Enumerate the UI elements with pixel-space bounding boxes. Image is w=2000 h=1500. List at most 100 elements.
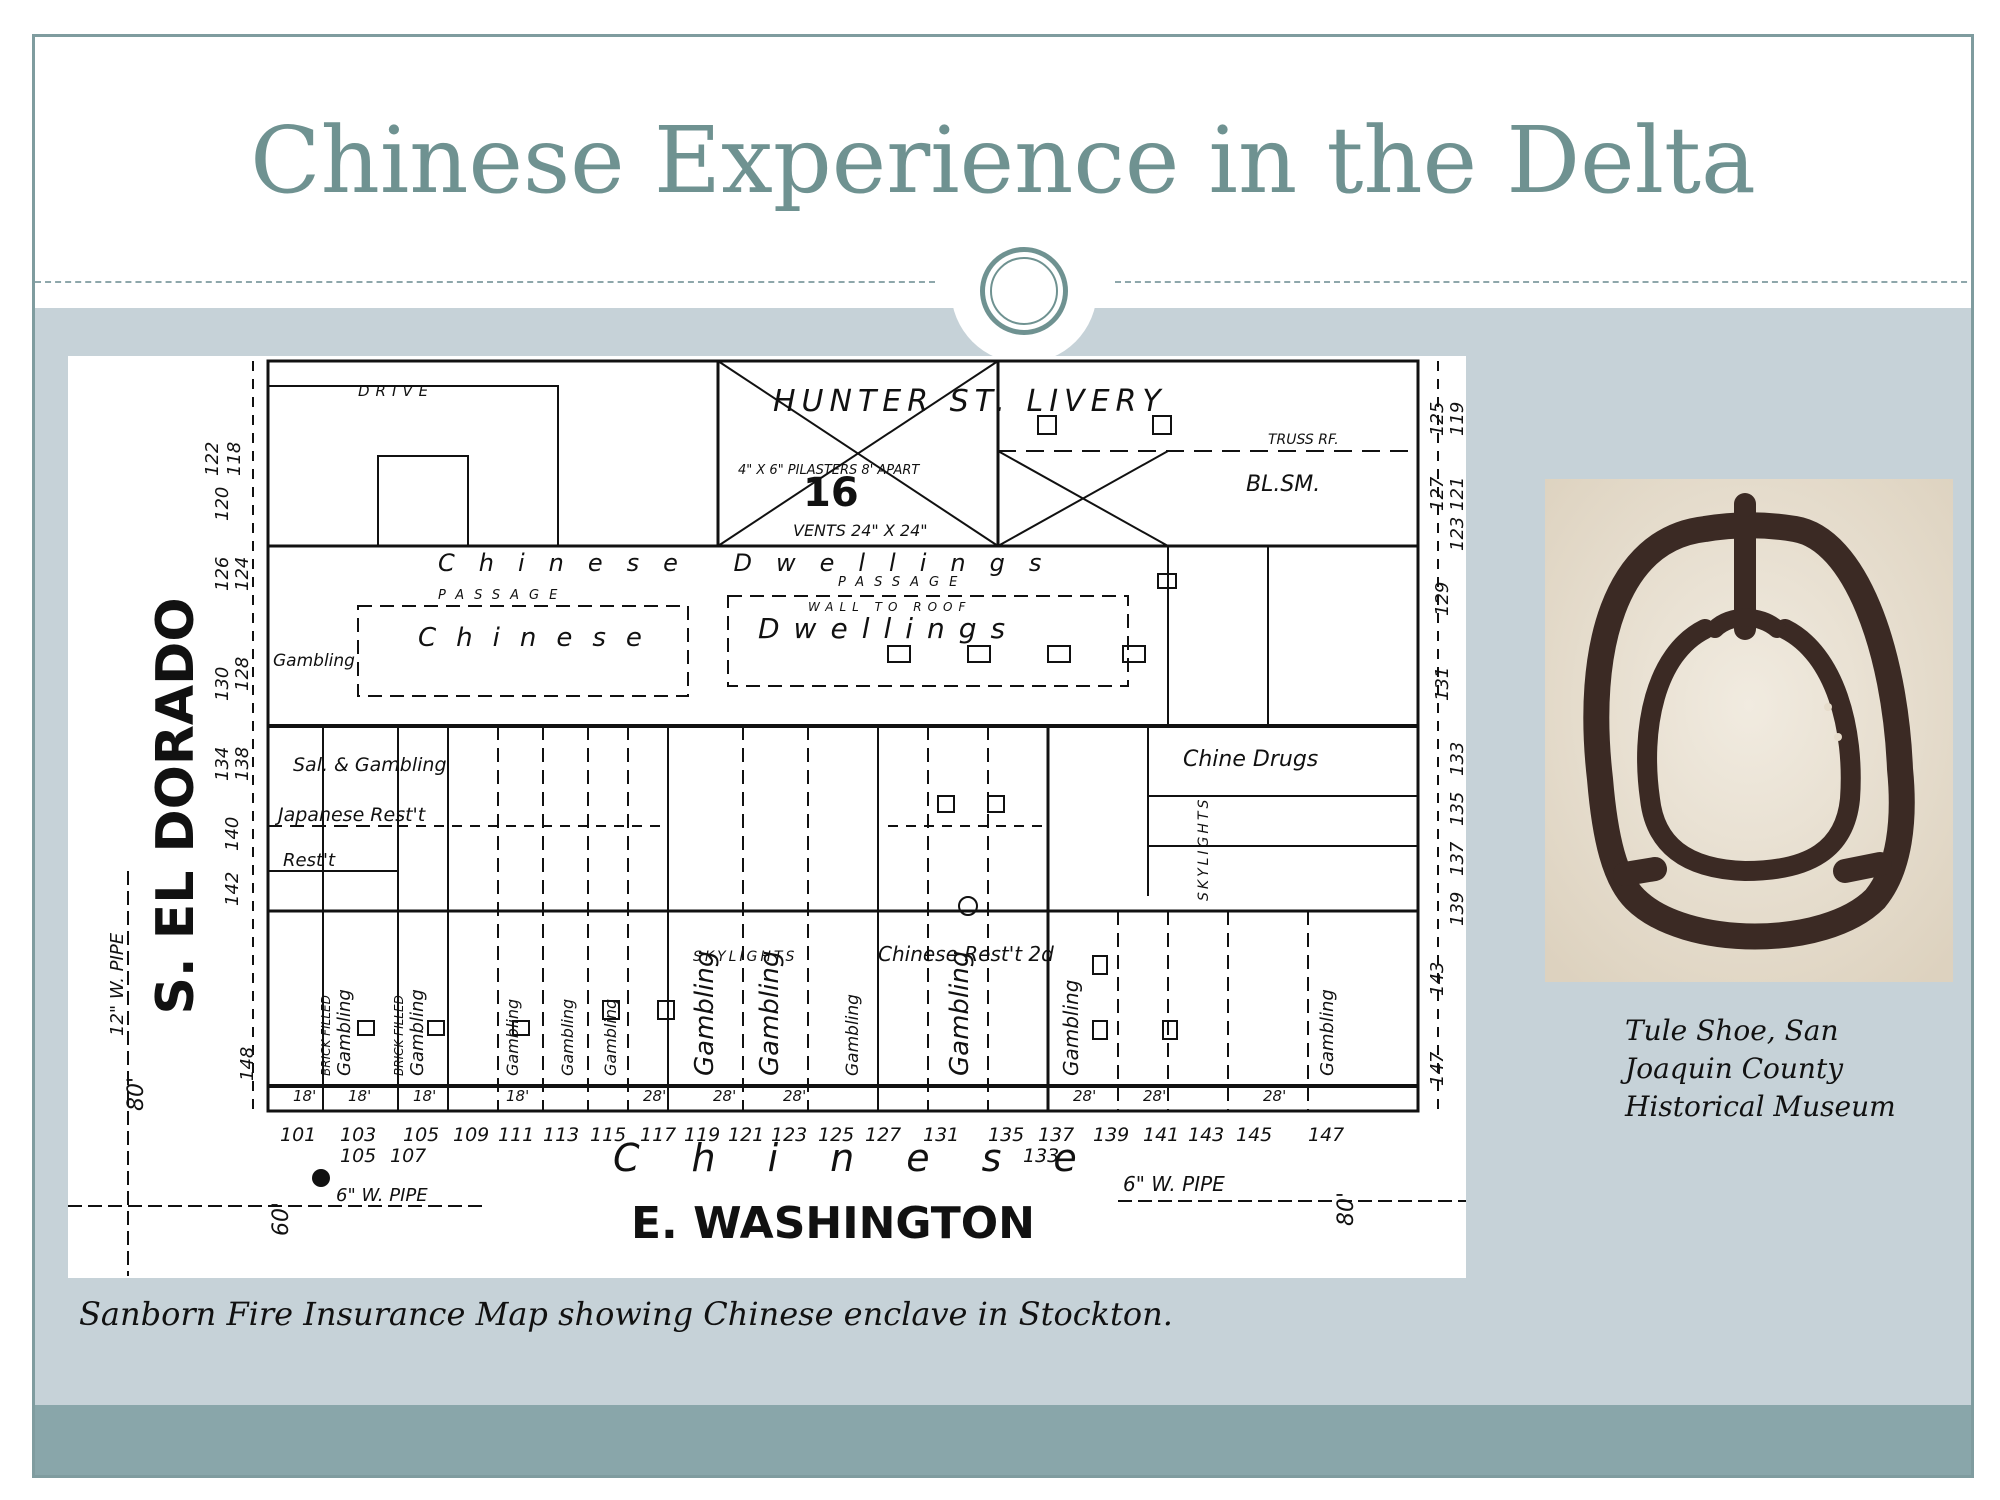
map-address-139: 139 [1093, 1124, 1129, 1146]
map-block-number: 16 [803, 470, 859, 516]
sanborn-map-image: S. EL DORADO E. WASHINGTON Chinese HUNTE… [68, 356, 1468, 1278]
map-address-141: 141 [1143, 1124, 1179, 1146]
map-address-107: 107 [390, 1145, 426, 1167]
map-blsm: BL.SM. [1246, 472, 1320, 497]
map-passage-left: PASSAGE [438, 588, 567, 603]
map-gambling-6: Gambling [690, 951, 720, 1076]
map-depth-6: 28' [713, 1087, 736, 1105]
map-left-130: 130 [212, 667, 233, 701]
map-left-122: 122 [202, 442, 223, 476]
map-address-117: 117 [640, 1124, 676, 1146]
map-pipe-left: 12" W. PIPE [107, 932, 128, 1036]
map-skylights-1: SKYLIGHTS [693, 949, 797, 965]
map-right-125: 125 [1427, 402, 1448, 436]
map-depth-4: 18' [506, 1087, 529, 1105]
map-left-118: 118 [224, 442, 245, 476]
map-pipe-bottom-right: 6" W. PIPE [1123, 1172, 1225, 1196]
map-drugs: Chine Drugs [1183, 747, 1318, 772]
map-address-103: 103 [340, 1124, 376, 1146]
map-depth-8: 28' [1073, 1087, 1096, 1105]
title-divider-right [1115, 281, 1971, 283]
map-address-147: 147 [1308, 1124, 1344, 1146]
map-right-131: 131 [1432, 667, 1453, 701]
map-caption: Sanborn Fire Insurance Map showing Chine… [79, 1295, 1173, 1333]
map-depth-9: 28' [1143, 1087, 1166, 1105]
map-dwellings-top: Chinese Dwellings [438, 549, 1065, 577]
map-street-width-2: 60' [269, 1202, 294, 1236]
map-livery: HUNTER ST. LIVERY [773, 384, 1167, 419]
map-right-147: 147 [1427, 1051, 1448, 1086]
map-depth-2: 18' [348, 1087, 371, 1105]
map-address-135: 135 [988, 1124, 1024, 1146]
slide: Chinese Experience in the Delta [32, 34, 1974, 1478]
map-gambling-upper: Gambling [273, 651, 355, 671]
map-right-129: 129 [1432, 582, 1453, 616]
map-address-131: 131 [923, 1124, 959, 1146]
map-dwellings-right: Dwellings [758, 612, 1019, 645]
map-pilasters: 4" X 6" PILASTERS 8' APART [738, 463, 920, 478]
map-right-137: 137 [1447, 841, 1466, 876]
map-right-123: 123 [1447, 517, 1466, 551]
map-passage-right: PASSAGE [838, 575, 967, 590]
map-address-101: 101 [280, 1124, 316, 1146]
map-gambling-4: Gambling [558, 999, 577, 1076]
map-depth-3: 18' [413, 1087, 436, 1105]
tule-shoe-icon [1545, 479, 1953, 982]
map-depth-1: 18' [293, 1087, 316, 1105]
map-vents: VENTS 24" X 24" [793, 521, 928, 540]
map-gambling-5: Gambling [601, 999, 620, 1076]
map-chinese-rest: Chinese Rest't 2d [878, 942, 1054, 966]
map-left-124: 124 [232, 557, 253, 591]
map-address-127: 127 [865, 1124, 901, 1146]
tule-shoe-photo [1545, 479, 1953, 982]
map-skylights-2: SKYLIGHTS [1196, 797, 1212, 901]
map-depth-7: 28' [783, 1087, 806, 1105]
map-address-123: 123 [771, 1124, 807, 1146]
map-sal-gambling: Sal. & Gambling [293, 754, 447, 776]
map-brick-filled-2: BRICK FILLED [392, 995, 406, 1076]
map-address-145: 145 [1236, 1124, 1272, 1146]
map-address-125: 125 [818, 1124, 854, 1146]
map-gambling-2: Gambling [407, 989, 428, 1076]
map-left-142: 142 [222, 872, 243, 906]
map-left-134: 134 [212, 747, 233, 781]
map-right-119: 119 [1447, 402, 1466, 436]
map-brick-filled-1: BRICK FILLED [319, 995, 333, 1076]
tule-shoe-caption: Tule Shoe, San Joaquin County Historical… [1625, 1014, 1896, 1123]
map-right-121: 121 [1447, 477, 1466, 511]
map-address-109: 109 [453, 1124, 489, 1146]
map-japanese: Japanese Rest't [274, 804, 427, 826]
map-gambling-10: Gambling [1059, 980, 1083, 1076]
map-address-119: 119 [684, 1124, 720, 1146]
map-left-120: 120 [212, 487, 233, 521]
map-pipe-bottom-left: 6" W. PIPE [336, 1185, 428, 1206]
map-gambling-7: Gambling [755, 951, 785, 1076]
footer-band [35, 1405, 1971, 1475]
map-right-127: 127 [1427, 476, 1448, 511]
map-address-113: 113 [543, 1124, 579, 1146]
map-right-133: 133 [1447, 742, 1466, 776]
map-left-148: 148 [237, 1047, 258, 1081]
map-gambling-11: Gambling [1317, 989, 1338, 1076]
map-street-width-1: 80' [124, 1077, 149, 1111]
map-left-126: 126 [212, 557, 233, 591]
map-address-105b: 105 [340, 1145, 376, 1167]
map-left-138: 138 [232, 747, 253, 781]
sanborn-map-drawing: S. EL DORADO E. WASHINGTON Chinese HUNTE… [68, 359, 1468, 1276]
map-gambling-9: Gambling [945, 951, 975, 1076]
map-right-135: 135 [1447, 792, 1466, 826]
map-address-143: 143 [1188, 1124, 1224, 1146]
map-depth-5: 28' [643, 1087, 666, 1105]
map-dwellings-left: Chinese [418, 623, 662, 653]
map-drive: DRIVE [358, 382, 434, 400]
map-street-el-dorado: S. EL DORADO [146, 597, 206, 1014]
map-address-111: 111 [498, 1124, 534, 1146]
slide-title: Chinese Experience in the Delta [250, 107, 1756, 214]
map-gambling-3: Gambling [503, 999, 522, 1076]
title-divider-left [35, 281, 935, 283]
map-street-width-3: 80' [1334, 1192, 1359, 1226]
map-right-139: 139 [1447, 892, 1466, 926]
map-gambling-1: Gambling [334, 989, 355, 1076]
map-wall-to-roof: WALL TO ROOF [808, 600, 971, 614]
map-address-105a: 105 [403, 1124, 439, 1146]
